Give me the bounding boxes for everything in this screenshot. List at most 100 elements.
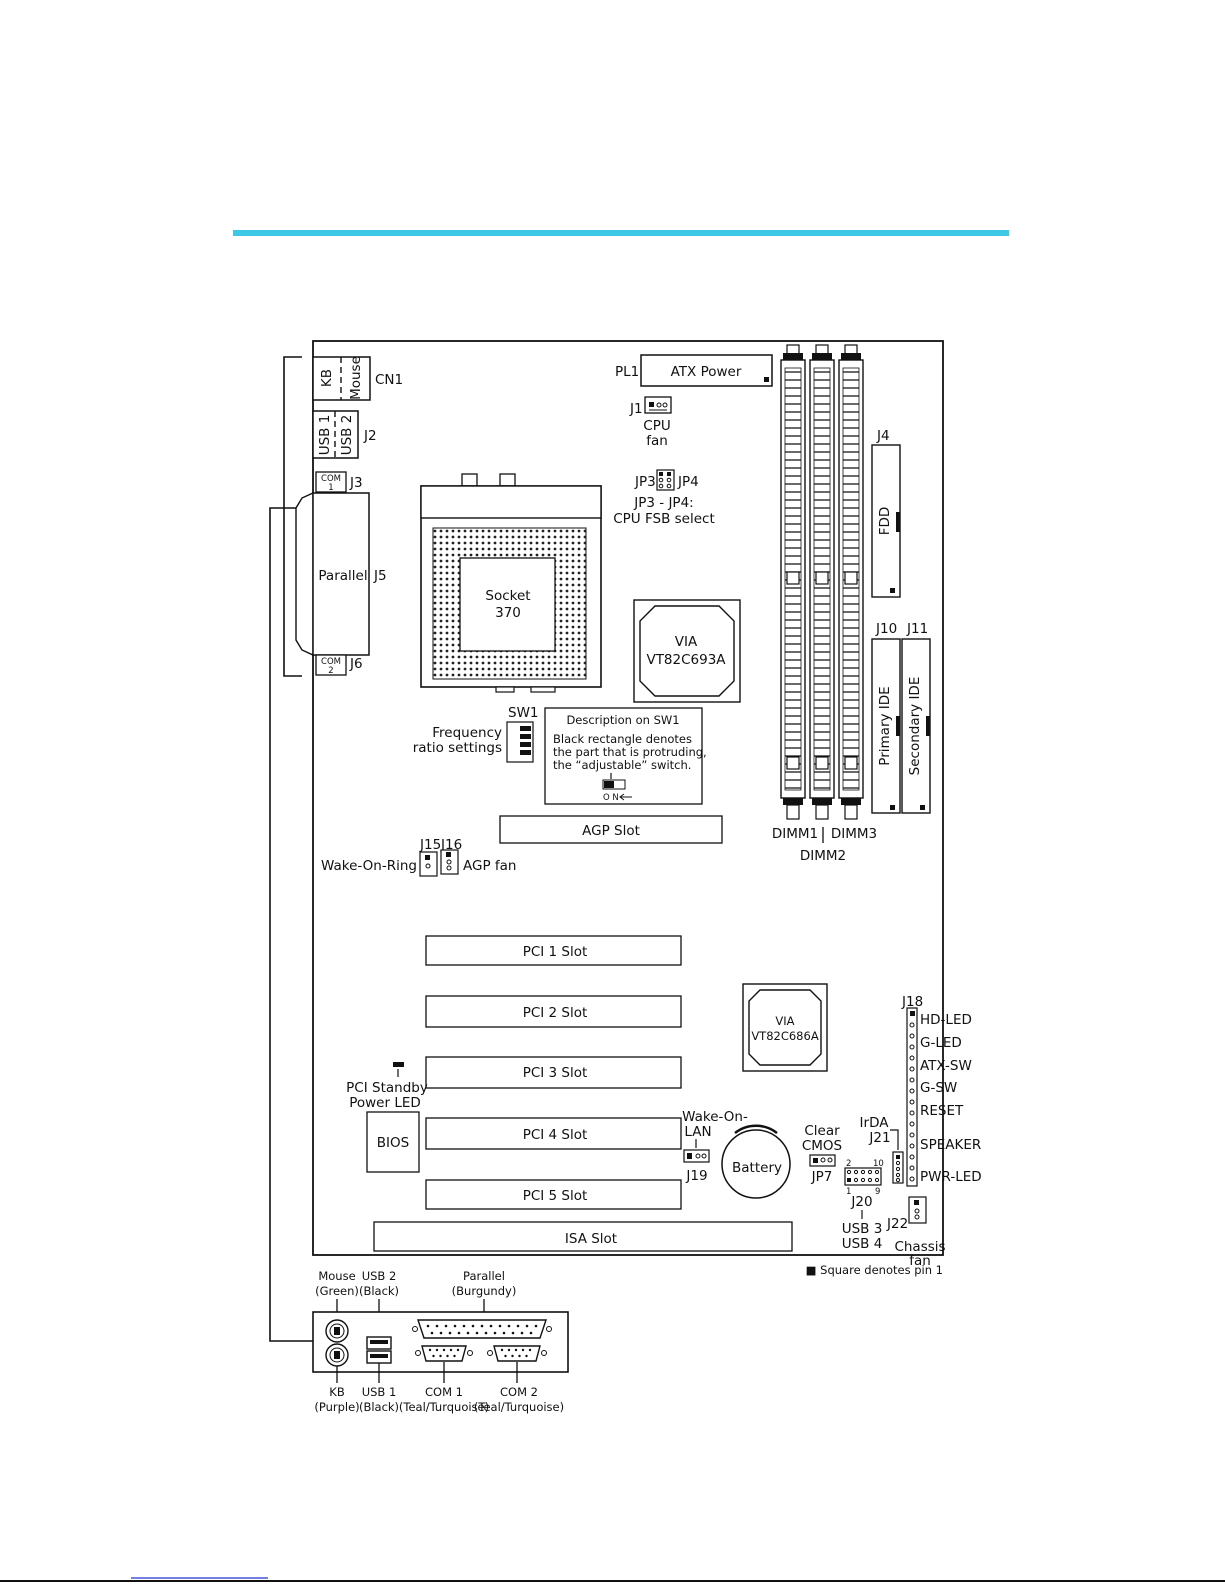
j18-label: J18 bbox=[901, 994, 923, 1010]
cpu-label: CPU bbox=[643, 418, 670, 434]
dimm3-label: DIMM3 bbox=[831, 826, 877, 842]
usb3-label: USB 3 bbox=[842, 1221, 883, 1237]
jp4-label: JP4 bbox=[677, 474, 699, 490]
fdd-label: FDD bbox=[877, 507, 893, 536]
cpu-socket: Socket 370 bbox=[420, 473, 602, 693]
j18-front-panel-header bbox=[906, 1007, 918, 1187]
cn1-label: CN1 bbox=[375, 372, 403, 388]
freq-label-1: Frequency bbox=[432, 725, 502, 741]
pci-standby-led bbox=[393, 1062, 404, 1077]
pci-slot-4: PCI 4 Slot bbox=[425, 1117, 682, 1150]
pci-slot-1-label: PCI 1 Slot bbox=[523, 944, 588, 960]
primary-ide-label: Primary IDE bbox=[877, 686, 893, 765]
hd-led-label: HD-LED bbox=[920, 1012, 972, 1028]
pci-slot-5: PCI 5 Slot bbox=[425, 1179, 682, 1210]
bp-parallel-label-2: (Burgundy) bbox=[452, 1284, 517, 1298]
j20-header bbox=[844, 1167, 882, 1186]
northbridge-chip: VIA VT82C693A bbox=[633, 599, 741, 703]
northbridge-label-2: VT82C693A bbox=[646, 652, 726, 668]
sw1-desc-line3: the “adjustable” switch. bbox=[553, 758, 691, 772]
j19-header bbox=[683, 1149, 710, 1163]
jp7-label: JP7 bbox=[811, 1169, 833, 1185]
j15-label: J15 bbox=[419, 837, 441, 853]
pci-standby-label-1: PCI Standby bbox=[346, 1080, 428, 1096]
j10-label: J10 bbox=[875, 621, 897, 637]
j21-header bbox=[892, 1151, 904, 1184]
parallel-label: Parallel bbox=[318, 568, 367, 584]
jp-desc-2: CPU FSB select bbox=[613, 511, 715, 527]
j22-label: J22 bbox=[886, 1216, 908, 1232]
jp-desc-1: JP3 - JP4: bbox=[633, 495, 693, 511]
chassis-label: Chassis bbox=[894, 1239, 945, 1255]
reset-label: RESET bbox=[920, 1103, 964, 1119]
g-sw-label: G-SW bbox=[920, 1080, 957, 1096]
j20-pin10: 10 bbox=[873, 1159, 884, 1169]
dimm1-label: DIMM1 bbox=[772, 826, 818, 842]
pwr-led-label: PWR-LED bbox=[920, 1169, 982, 1185]
socket-label-1: Socket bbox=[485, 588, 530, 604]
bp-usb1-label-1: USB 1 bbox=[362, 1385, 397, 1399]
bp-usb2-label-1: USB 2 bbox=[362, 1269, 397, 1283]
sw1-desc-line1: Black rectangle denotes bbox=[553, 732, 692, 746]
sw1-description-box: Description on SW1 Black rectangle denot… bbox=[544, 707, 707, 805]
pci-slot-2-label: PCI 2 Slot bbox=[523, 1005, 588, 1021]
wake-lan-label-2: LAN bbox=[684, 1124, 711, 1140]
wake-on-ring-label: Wake-On-Ring bbox=[321, 858, 417, 874]
usb1-label: USB 1 bbox=[317, 415, 333, 456]
com2-header: COM 2 bbox=[315, 654, 347, 676]
clear-cmos-label-1: Clear bbox=[804, 1123, 840, 1139]
bp-com2-label-1: COM 2 bbox=[500, 1385, 538, 1399]
atx-sw-label: ATX-SW bbox=[920, 1058, 972, 1074]
primary-ide-connector: Primary IDE bbox=[871, 638, 901, 814]
j4-label: J4 bbox=[876, 428, 890, 444]
sw1-desc-line2: the part that is protruding, bbox=[553, 745, 707, 759]
fan-label: fan bbox=[646, 433, 668, 449]
j20-pin2: 2 bbox=[846, 1159, 851, 1169]
pci-slot-5-label: PCI 5 Slot bbox=[523, 1188, 588, 1204]
kb-label: KB bbox=[319, 369, 335, 387]
agp-fan-label: AGP fan bbox=[463, 858, 516, 874]
jp3-jp4-jumpers bbox=[656, 469, 675, 491]
mouse-label: Mouse bbox=[348, 356, 364, 400]
dimm-slot-3 bbox=[838, 344, 864, 820]
bios-label: BIOS bbox=[377, 1135, 409, 1151]
parallel-connector: Parallel bbox=[295, 491, 370, 657]
dimm-slots bbox=[780, 344, 864, 820]
usb4-label: USB 4 bbox=[842, 1236, 883, 1252]
bp-com2-label-2: (Teal/Turquoise) bbox=[474, 1400, 564, 1414]
backpanel-bracket bbox=[269, 356, 313, 1342]
com2-header-num: 2 bbox=[328, 666, 333, 676]
bp-com1-label-1: COM 1 bbox=[425, 1385, 463, 1399]
pci-slot-1: PCI 1 Slot bbox=[425, 935, 682, 966]
clear-cmos-label-2: CMOS bbox=[802, 1138, 842, 1154]
southbridge-label-1: VIA bbox=[775, 1014, 794, 1028]
g-led-label: G-LED bbox=[920, 1035, 962, 1051]
bp-kb-label-1: KB bbox=[329, 1385, 345, 1399]
jp3-label: JP3 bbox=[634, 474, 656, 490]
chassis-fan-header bbox=[908, 1196, 927, 1224]
pci-standby-label-2: Power LED bbox=[349, 1095, 421, 1111]
j11-label: J11 bbox=[906, 621, 928, 637]
pl1-label: PL1 bbox=[615, 364, 639, 380]
cpu-fan-header bbox=[644, 396, 672, 414]
kb-mouse-connector: KB Mouse bbox=[312, 356, 371, 401]
dimm-slot-1 bbox=[780, 344, 806, 820]
com2-header-text: COM bbox=[321, 657, 341, 667]
secondary-ide-connector: Secondary IDE bbox=[901, 638, 931, 814]
wake-lan-label-1: Wake-On- bbox=[682, 1109, 748, 1125]
bp-kb-label-2: (Purple) bbox=[314, 1400, 359, 1414]
battery: Battery bbox=[721, 1124, 791, 1199]
com2-port-icon bbox=[493, 1345, 541, 1362]
j1-label: J1 bbox=[629, 401, 643, 417]
speaker-label: SPEAKER bbox=[920, 1137, 981, 1153]
com1-header: COM 1 bbox=[315, 471, 347, 493]
board-outline bbox=[312, 340, 944, 1256]
back-panel bbox=[312, 1311, 569, 1373]
jp7-jumper bbox=[809, 1154, 836, 1167]
j3-label: J3 bbox=[349, 475, 363, 491]
com1-port-icon bbox=[421, 1345, 467, 1362]
j15-j16-headers bbox=[419, 849, 459, 877]
bp-mouse-label-1: Mouse bbox=[318, 1269, 355, 1283]
pci-slot-3-label: PCI 3 Slot bbox=[523, 1065, 588, 1081]
